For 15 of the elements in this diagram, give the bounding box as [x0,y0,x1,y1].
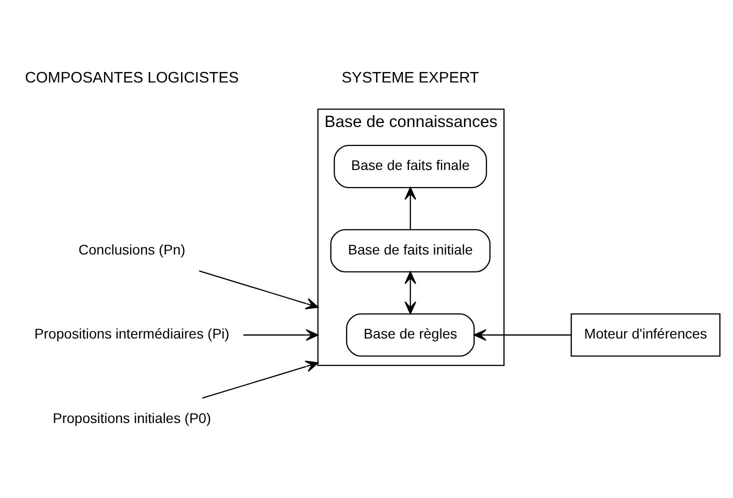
label: COMPOSANTES LOGICISTES [25,70,239,87]
arrow [404,187,416,230]
arrow [202,360,319,399]
node-box: Base de faits initiale [330,229,491,272]
arrow [199,270,319,310]
node-box: Base de faits finale [334,144,488,188]
node-text: Conclusions (Pn) [78,241,186,258]
node-box: Base de règles [346,313,475,357]
node-text: Propositions intermédiaires (Pi) [34,326,230,342]
label: SYSTEME EXPERT [342,70,480,87]
arrow [243,329,319,341]
arrow [474,329,572,341]
arrow [404,271,416,314]
node-box: Moteur d'inférences [570,313,720,357]
node-text: Propositions initiales (P0) [52,410,212,426]
